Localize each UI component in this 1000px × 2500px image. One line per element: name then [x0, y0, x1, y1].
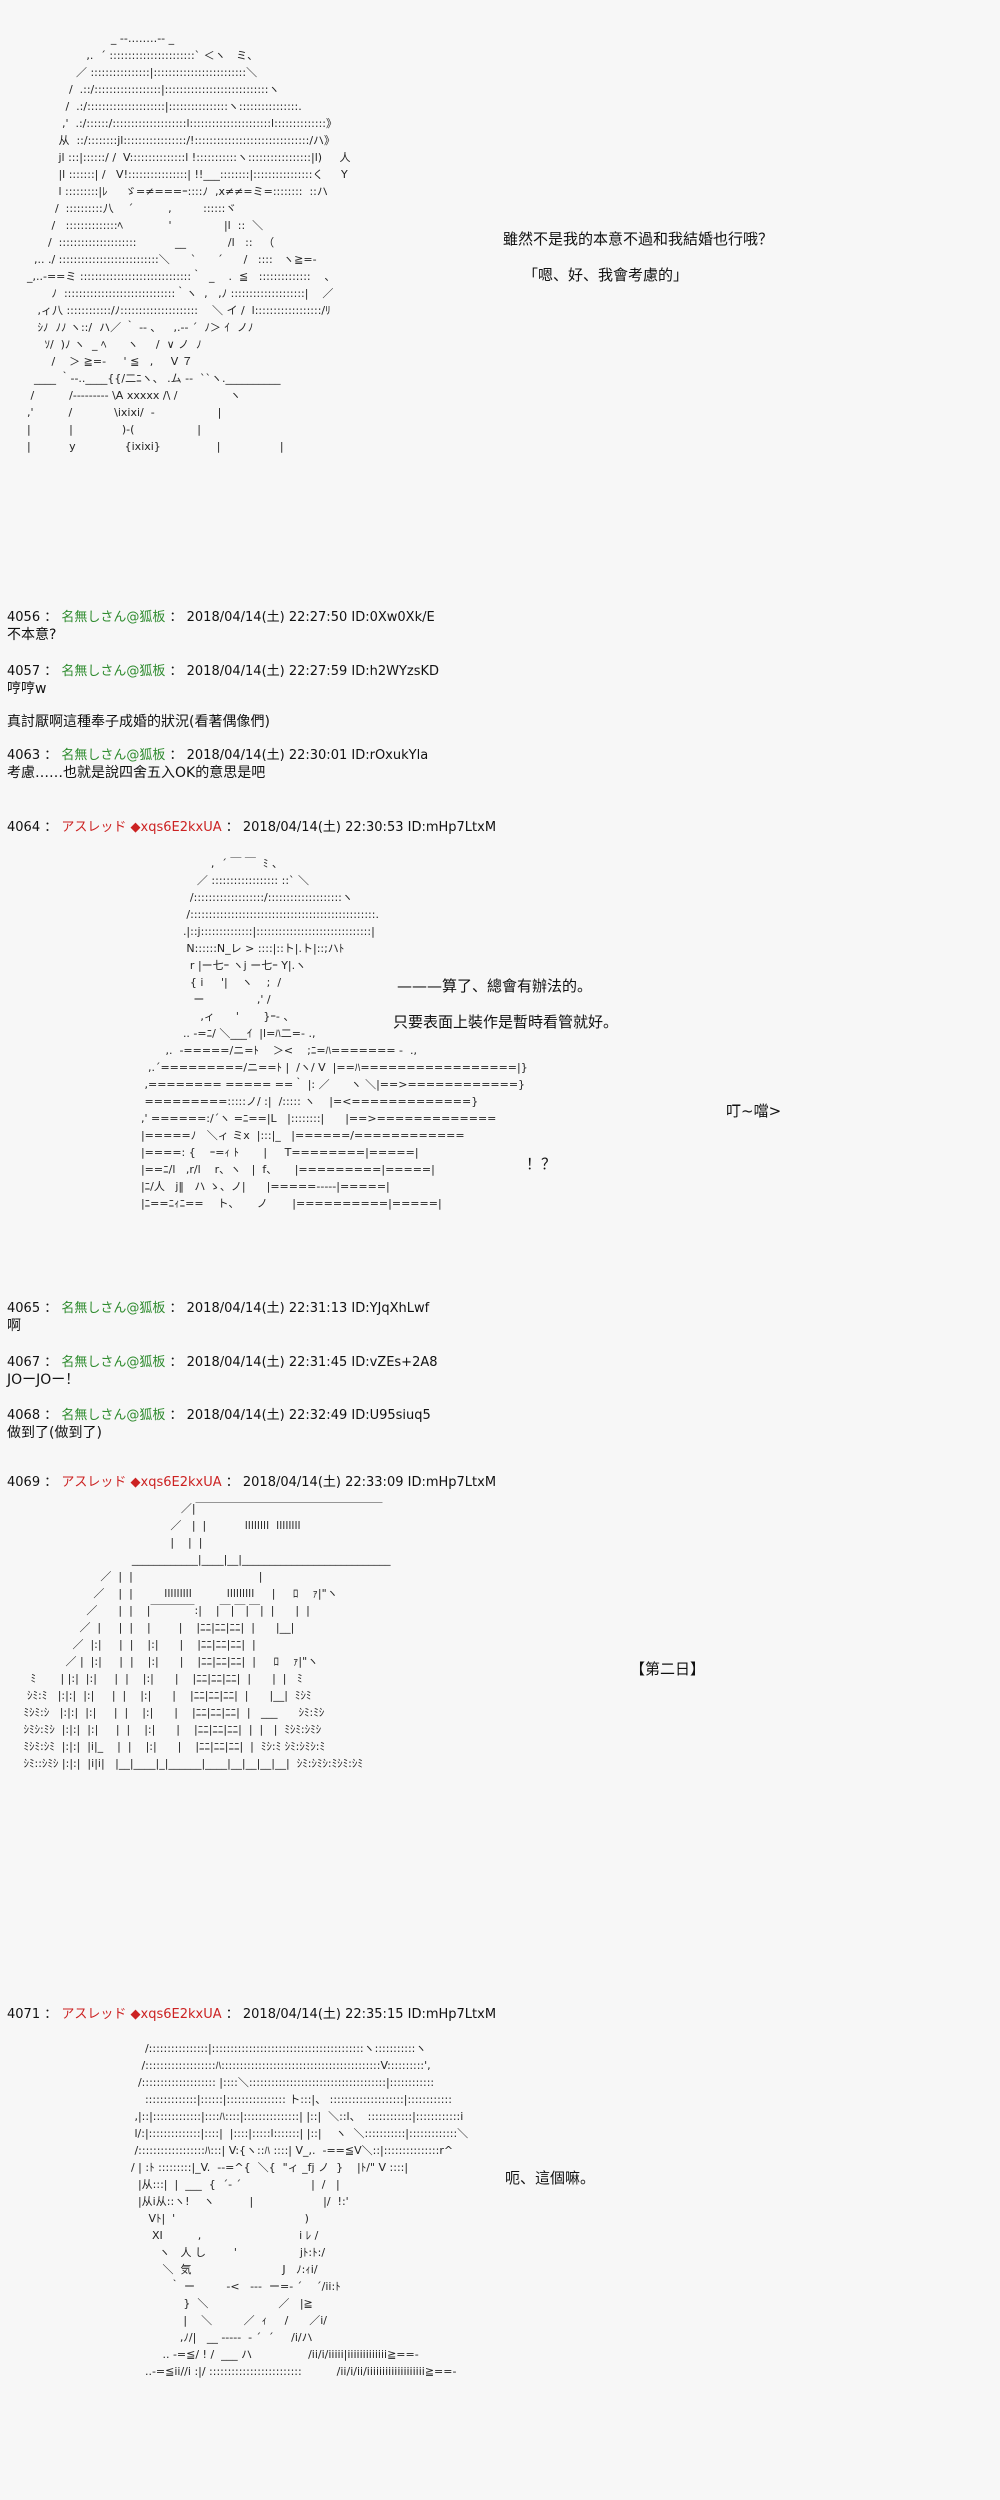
poster-name: 名無しさん@狐板: [61, 748, 166, 763]
post-number[interactable]: 4068: [7, 1408, 41, 1423]
exclaim-text: ！？: [526, 1155, 557, 1173]
post-date: 2018/04/14(土) 22:27:50: [186, 610, 348, 625]
post-header: 4063 ： 名無しさん@狐板 ： 2018/04/14(土) 22:30:01…: [7, 748, 429, 763]
post-body: 啊: [7, 1318, 21, 1334]
post-header: 4071 ： アスレッド ◆xqs6E2kxUA ： 2018/04/14(土)…: [7, 2007, 497, 2022]
poster-name: 名無しさん@狐板: [61, 1301, 166, 1316]
poster-tripcode: ◆xqs6E2kxUA: [130, 2007, 222, 2022]
post-body: 哼哼w: [7, 681, 47, 697]
poster-id: ID:mHp7LtxM: [407, 820, 497, 835]
poster-id: ID:rOxukYla: [351, 748, 429, 763]
poster-name: アスレッド: [61, 2007, 127, 2022]
ascii-art-character: /::::::::::::::::|::::::::::::::::::::::…: [130, 2042, 469, 2378]
post-date: 2018/04/14(土) 22:30:01: [186, 748, 348, 763]
dialogue-text: 呃、這個嘛。: [505, 2169, 596, 2187]
post-number[interactable]: 4065: [7, 1301, 41, 1316]
post-header: 4064 ： アスレッド ◆xqs6E2kxUA ： 2018/04/14(土)…: [7, 820, 497, 835]
poster-tripcode: ◆xqs6E2kxUA: [130, 1475, 222, 1490]
dialogue-text: 雖然不是我的本意不過和我結婚也行哦？: [503, 230, 774, 248]
post-date: 2018/04/14(土) 22:32:49: [186, 1408, 348, 1423]
post-number[interactable]: 4056: [7, 610, 41, 625]
poster-id: ID:h2WYzsKD: [351, 664, 440, 679]
post-body: 做到了(做到了): [7, 1425, 102, 1441]
post-number[interactable]: 4057: [7, 664, 41, 679]
poster-id: ID:vZEs+2A8: [351, 1355, 438, 1370]
poster-tripcode: ◆xqs6E2kxUA: [130, 820, 222, 835]
post-body: JOーJOー！: [7, 1372, 80, 1388]
sound-effect-text: 叮~噹>: [726, 1102, 782, 1120]
post-date: 2018/04/14(土) 22:27:59: [186, 664, 348, 679]
post-number[interactable]: 4071: [7, 2007, 41, 2022]
poster-id: ID:mHp7LtxM: [407, 2007, 497, 2022]
poster-id: ID:YJqXhLwf: [351, 1301, 430, 1316]
post-number[interactable]: 4067: [7, 1355, 41, 1370]
ascii-art-girl: _ -‐…‥…‐- _ ,. ´ :::::::::::::::::::::::…: [26, 32, 351, 453]
poster-name: 名無しさん@狐板: [61, 1408, 166, 1423]
post-header: 4068 ： 名無しさん@狐板 ： 2018/04/14(土) 22:32:49…: [7, 1408, 431, 1423]
poster-name: アスレッド: [61, 820, 127, 835]
poster-id: ID:0Xw0Xk/E: [351, 610, 435, 625]
post-number[interactable]: 4064: [7, 820, 41, 835]
caption-text: 【第二日】: [630, 1660, 706, 1678]
dialogue-text: 只要表面上裝作是暫時看管就好。: [393, 1013, 619, 1031]
post-date: 2018/04/14(土) 22:35:15: [242, 2007, 404, 2022]
post-header: 4069 ： アスレッド ◆xqs6E2kxUA ： 2018/04/14(土)…: [7, 1475, 497, 1490]
post-number[interactable]: 4063: [7, 748, 41, 763]
post-body: 真討厭啊這種奉子成婚的狀況(看著偶像們): [7, 714, 270, 730]
post-date: 2018/04/14(土) 22:31:45: [186, 1355, 348, 1370]
post-header: 4057 ： 名無しさん@狐板 ： 2018/04/14(土) 22:27:59…: [7, 664, 440, 679]
poster-name: 名無しさん@狐板: [61, 664, 166, 679]
post-header: 4065 ： 名無しさん@狐板 ： 2018/04/14(土) 22:31:13…: [7, 1301, 430, 1316]
poster-name: 名無しさん@狐板: [61, 1355, 166, 1370]
post-date: 2018/04/14(土) 22:30:53: [242, 820, 404, 835]
post-body: 考慮……也就是說四舍五入OK的意思是吧: [7, 765, 266, 781]
poster-name: アスレッド: [61, 1475, 127, 1490]
poster-id: ID:U95siuq5: [351, 1408, 431, 1423]
post-body: 不本意?: [7, 627, 57, 643]
post-date: 2018/04/14(土) 22:33:09: [242, 1475, 404, 1490]
post-header: 4067 ： 名無しさん@狐板 ： 2018/04/14(土) 22:31:45…: [7, 1355, 438, 1370]
post-date: 2018/04/14(土) 22:31:13: [186, 1301, 348, 1316]
dialogue-text: ———算了、總會有辦法的。: [397, 977, 593, 995]
ascii-art-building: ／|￣￣￣￣￣￣￣￣￣￣￣￣￣￣￣￣￣ ／ | | llllllll lllll…: [23, 1502, 391, 1770]
ascii-art-man: , ´ ￣ ￣ ﾐ 、 ／ :::::::::::::::::: ::` ＼ /…: [140, 857, 528, 1210]
poster-id: ID:mHp7LtxM: [407, 1475, 497, 1490]
post-number[interactable]: 4069: [7, 1475, 41, 1490]
dialogue-text: 「嗯、好、我會考慮的」: [523, 266, 689, 284]
poster-name: 名無しさん@狐板: [61, 610, 166, 625]
post-header: 4056 ： 名無しさん@狐板 ： 2018/04/14(土) 22:27:50…: [7, 610, 435, 625]
